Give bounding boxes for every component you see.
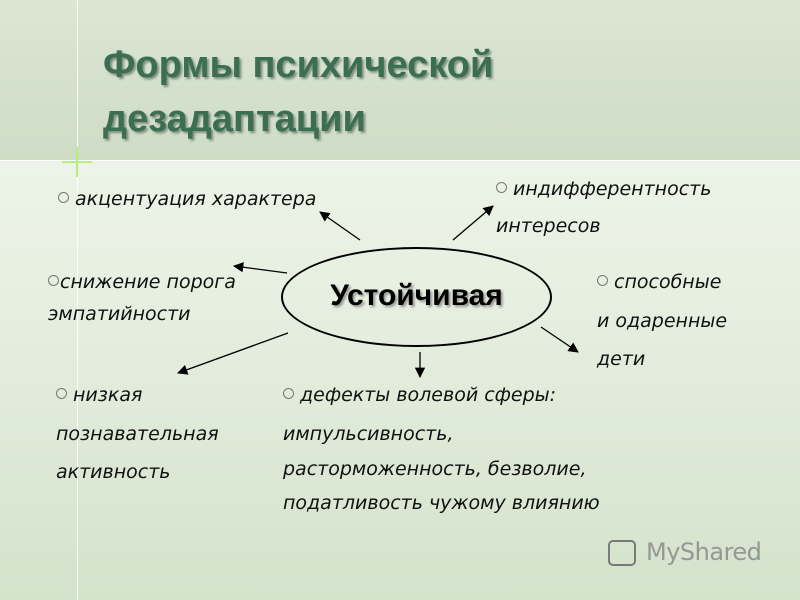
arrow-to-empathy bbox=[232, 262, 288, 274]
arrow-to-cognitive bbox=[177, 332, 289, 375]
node-volition-line-1-wrap: дефекты волевой сферы: bbox=[283, 386, 556, 405]
title-band bbox=[0, 0, 800, 160]
node-empathy-line-2: эмпатийности bbox=[48, 303, 191, 325]
node-gifted-line-1: способные bbox=[614, 271, 722, 293]
bullet-icon bbox=[48, 275, 59, 286]
node-gifted-line-2: и одаренные bbox=[597, 310, 728, 332]
slide-title-line-1: Формы психической bbox=[103, 44, 494, 86]
sparkle-icon bbox=[62, 147, 92, 177]
node-volition-line-1: дефекты волевой сферы: bbox=[300, 384, 557, 406]
center-ellipse bbox=[281, 247, 552, 347]
node-empathy-line-1-wrap: снижение порога bbox=[48, 273, 236, 292]
node-indifference-line-1-wrap: индифферентность bbox=[496, 180, 711, 199]
node-accentuation: акцентуация характера bbox=[58, 190, 316, 209]
node-volition-line-4: податливость чужому влиянию bbox=[283, 492, 600, 514]
arrow-to-accentuation bbox=[319, 211, 361, 241]
node-empathy-line-1: снижение порога bbox=[60, 271, 236, 293]
node-gifted-line-1-wrap: способные bbox=[597, 273, 721, 292]
arrow-to-gifted bbox=[540, 326, 579, 353]
bullet-icon bbox=[283, 388, 294, 399]
watermark-text: MyShared bbox=[646, 538, 762, 566]
node-cognitive-line-3: активность bbox=[56, 461, 171, 483]
node-volition-line-3: расторможенность, безволие, bbox=[283, 458, 587, 480]
bullet-icon bbox=[56, 388, 67, 399]
node-indifference-line-2: интересов bbox=[496, 215, 601, 237]
center-label: Устойчивая bbox=[330, 279, 503, 312]
decorative-horizontal-line bbox=[0, 160, 800, 161]
node-cognitive-line-2: познавательная bbox=[56, 423, 219, 445]
decorative-vertical-line bbox=[77, 0, 78, 600]
node-indifference-line-1: индифферентность bbox=[513, 178, 712, 200]
arrow-to-indifference bbox=[452, 205, 494, 241]
node-cognitive-line-1: низкая bbox=[73, 384, 143, 406]
slide-title-line-2: дезадаптации bbox=[103, 98, 366, 140]
node-accentuation-line-1: акцентуация характера bbox=[75, 188, 317, 210]
bullet-icon bbox=[496, 182, 507, 193]
node-cognitive-line-1-wrap: низкая bbox=[56, 386, 142, 405]
node-volition-line-2: импульсивность, bbox=[283, 423, 454, 445]
bullet-icon bbox=[58, 192, 69, 203]
presentation-icon bbox=[608, 540, 636, 566]
bullet-icon bbox=[597, 275, 608, 286]
node-gifted-line-3: дети bbox=[597, 348, 646, 370]
